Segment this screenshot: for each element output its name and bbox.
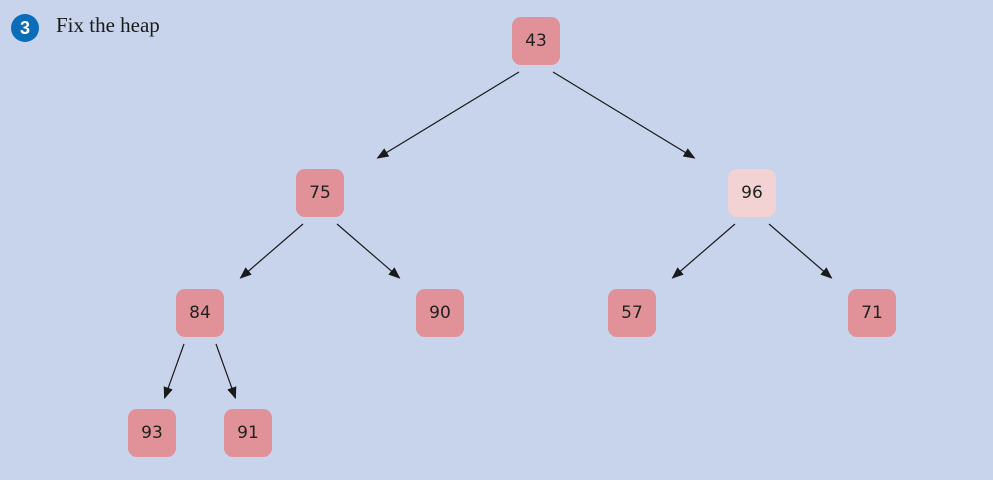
step-badge: 3 [11, 14, 39, 42]
heap-node-71: 71 [848, 289, 896, 337]
heap-node-43: 43 [512, 17, 560, 65]
edge-n84-n93 [163, 343, 185, 400]
heap-node-93: 93 [128, 409, 176, 457]
edge-n43-n75 [376, 71, 520, 159]
heap-node-91: 91 [224, 409, 272, 457]
edge-n84-n91 [215, 343, 237, 400]
heap-node-57: 57 [608, 289, 656, 337]
edge-n43-n96 [552, 71, 696, 159]
edge-n75-n90 [336, 223, 401, 279]
heap-node-84: 84 [176, 289, 224, 337]
edge-n96-n57 [671, 223, 736, 279]
heap-node-75: 75 [296, 169, 344, 217]
page-title: Fix the heap [56, 13, 160, 37]
edge-n96-n71 [768, 223, 833, 279]
heap-node-90: 90 [416, 289, 464, 337]
edge-n75-n84 [239, 223, 304, 279]
heap-node-96: 96 [728, 169, 776, 217]
